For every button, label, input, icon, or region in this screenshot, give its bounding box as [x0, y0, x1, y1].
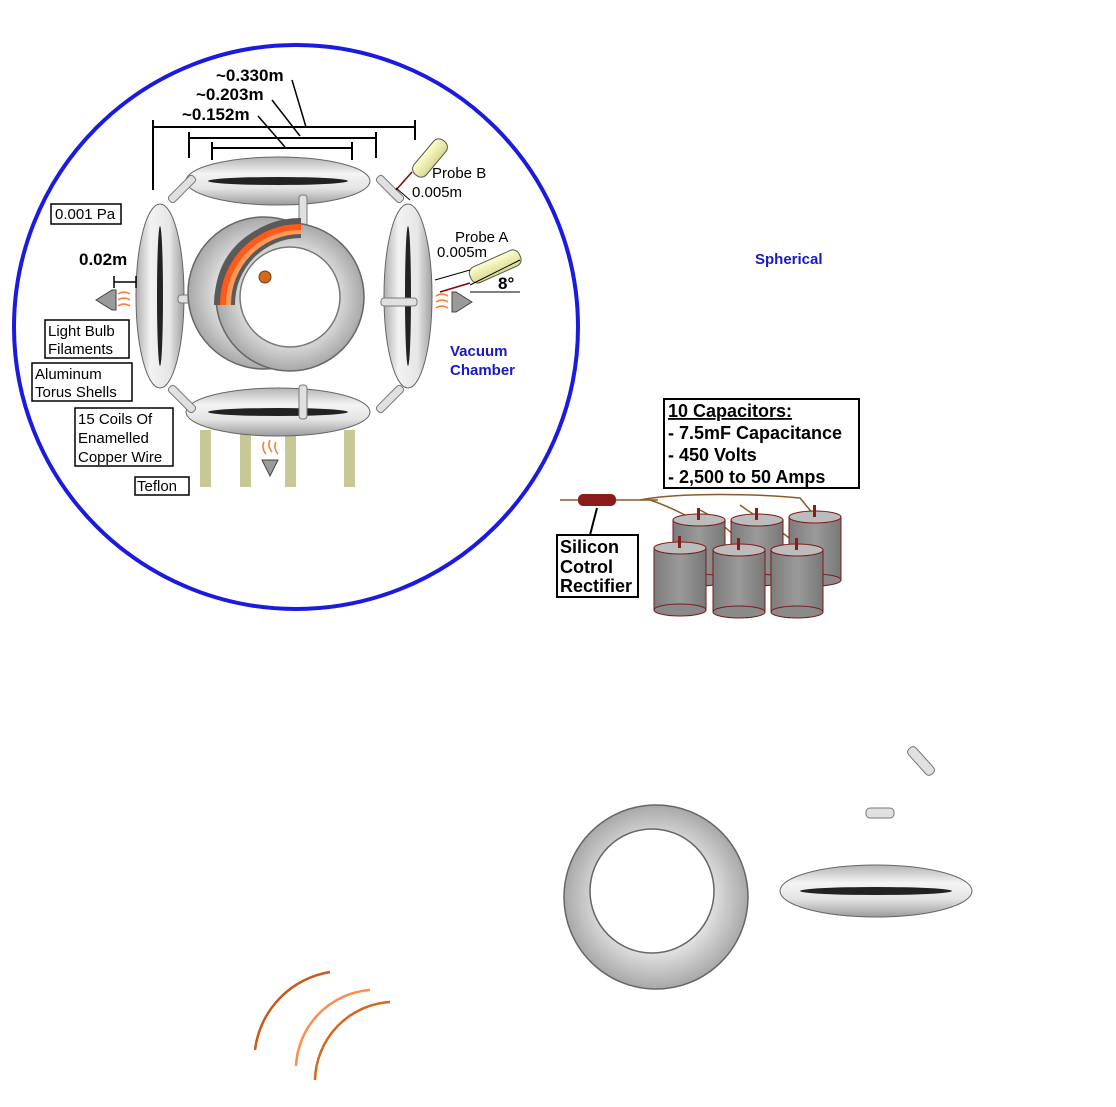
probe-a-distance: 0.005m [437, 244, 487, 261]
svg-text:- 2,500 to 50 Amps: - 2,500 to 50 Amps [668, 467, 825, 487]
bulb-bottom [261, 439, 279, 478]
bottom-torus [185, 387, 371, 437]
aluminum-label: Aluminum Torus Shells [31, 362, 133, 402]
dimension-lines [152, 79, 416, 190]
svg-text:Rectifier: Rectifier [560, 576, 632, 596]
svg-text:Cotrol: Cotrol [560, 557, 613, 577]
svg-text:Silicon: Silicon [560, 537, 619, 557]
gap-dimension [113, 276, 137, 288]
light-bulb-label: Light Bulb Filaments [44, 319, 130, 359]
svg-text:10 Capacitors:: 10 Capacitors: [668, 401, 792, 421]
spare-rods [865, 746, 935, 819]
central-torus [187, 216, 365, 372]
svg-text:Enamelled: Enamelled [78, 430, 149, 447]
capacitor-bank [653, 505, 842, 619]
dim-mid-label: ~0.203m [196, 85, 264, 104]
spare-torus-ring [563, 804, 749, 990]
pressure-label: 0.001 Pa [50, 203, 122, 225]
svg-text:Filaments: Filaments [48, 341, 113, 358]
svg-text:- 7.5mF Capacitance: - 7.5mF Capacitance [668, 423, 842, 443]
probe-b-label: Probe B [432, 165, 486, 182]
probe-a-angle: 8° [498, 274, 514, 293]
teflon-label: Teflon [134, 476, 190, 496]
probe-a [434, 249, 522, 293]
capacitor-cylinder [770, 538, 824, 619]
top-torus [185, 156, 371, 206]
svg-text:Light Bulb: Light Bulb [48, 323, 115, 340]
svg-text:Teflon: Teflon [137, 478, 177, 495]
right-torus [383, 203, 433, 389]
capacitor-cylinder [712, 538, 766, 619]
svg-text:Aluminum: Aluminum [35, 366, 102, 383]
scr-component [578, 494, 616, 536]
svg-text:Copper Wire: Copper Wire [78, 449, 162, 466]
capacitors-spec-box: 10 Capacitors: - 7.5mF Capacitance - 450… [663, 398, 860, 489]
gap-label: 0.02m [79, 250, 127, 269]
left-torus [135, 203, 185, 389]
vacuum-label-line1: Vacuum [450, 343, 508, 360]
spare-copper-arcs [253, 970, 391, 1081]
probe-b-distance: 0.005m [412, 184, 462, 201]
probe-b [395, 138, 448, 201]
spherical-label: Spherical [755, 251, 823, 268]
vacuum-label-line2: Chamber [450, 362, 515, 379]
teflon-supports [200, 430, 355, 487]
scr-label: Silicon Cotrol Rectifier [556, 534, 639, 598]
bulb-right [435, 291, 473, 313]
spare-torus-side [779, 864, 973, 918]
svg-text:15 Coils Of: 15 Coils Of [78, 411, 153, 428]
svg-text:- 450 Volts: - 450 Volts [668, 445, 757, 465]
probe-a-label: Probe A [455, 229, 508, 246]
dim-outer-label: ~0.330m [216, 66, 284, 85]
svg-text:Torus Shells: Torus Shells [35, 384, 117, 401]
bulb-left [95, 289, 131, 311]
dim-inner-label: ~0.152m [182, 105, 250, 124]
svg-text:0.001 Pa: 0.001 Pa [55, 206, 116, 223]
coils-label: 15 Coils Of Enamelled Copper Wire [74, 407, 174, 467]
capacitor-cylinder [653, 536, 707, 617]
